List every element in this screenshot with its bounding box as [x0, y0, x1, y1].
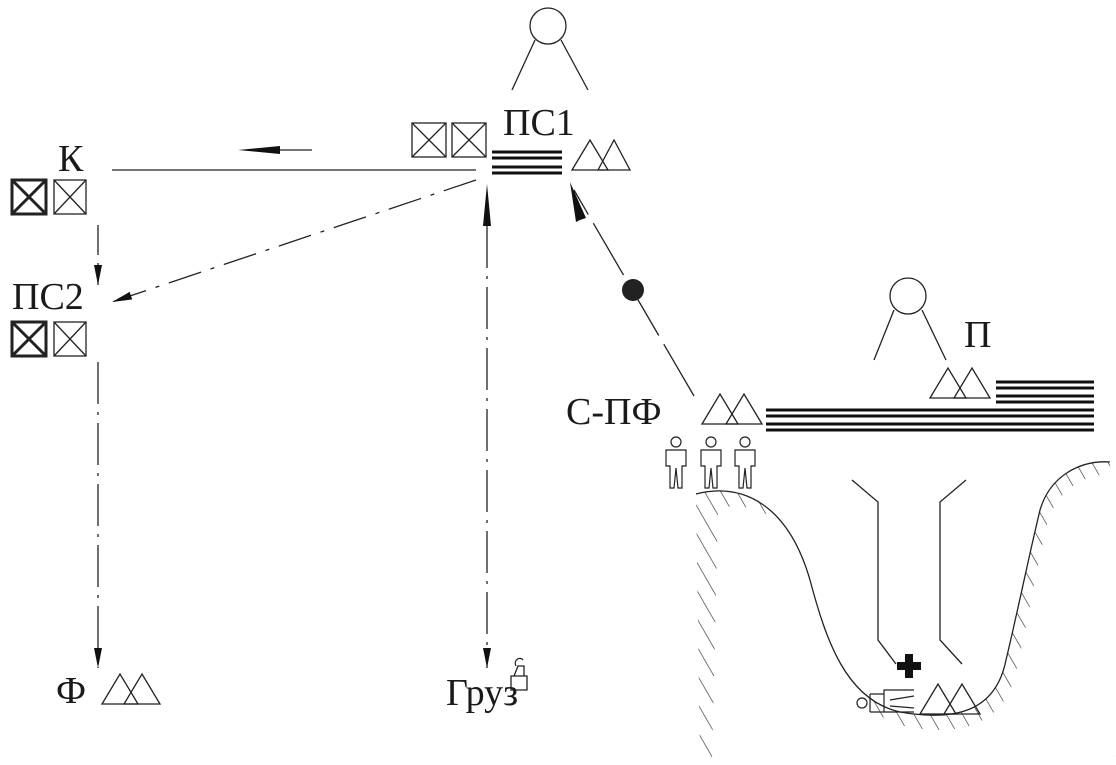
- pulley-boxes-ps1-icon: [411, 122, 487, 158]
- label-ps2: ПС2: [12, 276, 84, 318]
- rope-station-ps1: [492, 150, 562, 175]
- arrow-up-ps1: [483, 184, 491, 226]
- label-k: К: [58, 138, 84, 180]
- rope-p: [996, 380, 1094, 404]
- arrow-up-to-ps1: [570, 182, 586, 222]
- boxes-ps2-icon: [10, 320, 87, 358]
- anchor-tree-ps1-icon: [511, 7, 589, 91]
- label-f: Ф: [56, 670, 87, 712]
- label-cargo: Груз: [446, 672, 519, 714]
- first-aid-cross-icon: [897, 654, 921, 678]
- triangles-p-icon: [928, 366, 992, 399]
- triangles-f-icon: [100, 672, 162, 705]
- injured-person-icon: [856, 689, 915, 713]
- label-ps1: ПС1: [503, 102, 575, 144]
- dashed-line-ps1-to-ps2: [111, 179, 477, 303]
- weight-cargo-icon: [510, 657, 528, 691]
- triangles-spf-icon: [700, 392, 764, 425]
- gorge-walls: [851, 479, 967, 665]
- label-s-pf: С-ПФ: [566, 391, 662, 433]
- arrow-toward-k: [238, 146, 312, 154]
- triangles-ps1-icon: [570, 138, 632, 171]
- ravine-terrain: [695, 461, 1116, 760]
- label-p: П: [964, 314, 992, 356]
- boxes-k-icon: [10, 178, 87, 216]
- anchor-tree-p-icon: [873, 277, 947, 361]
- triangles-injured-icon: [918, 682, 982, 715]
- rescuers-icon: [665, 436, 756, 489]
- ball-icon: [622, 279, 644, 301]
- rope-spf-to-p: [766, 408, 1094, 432]
